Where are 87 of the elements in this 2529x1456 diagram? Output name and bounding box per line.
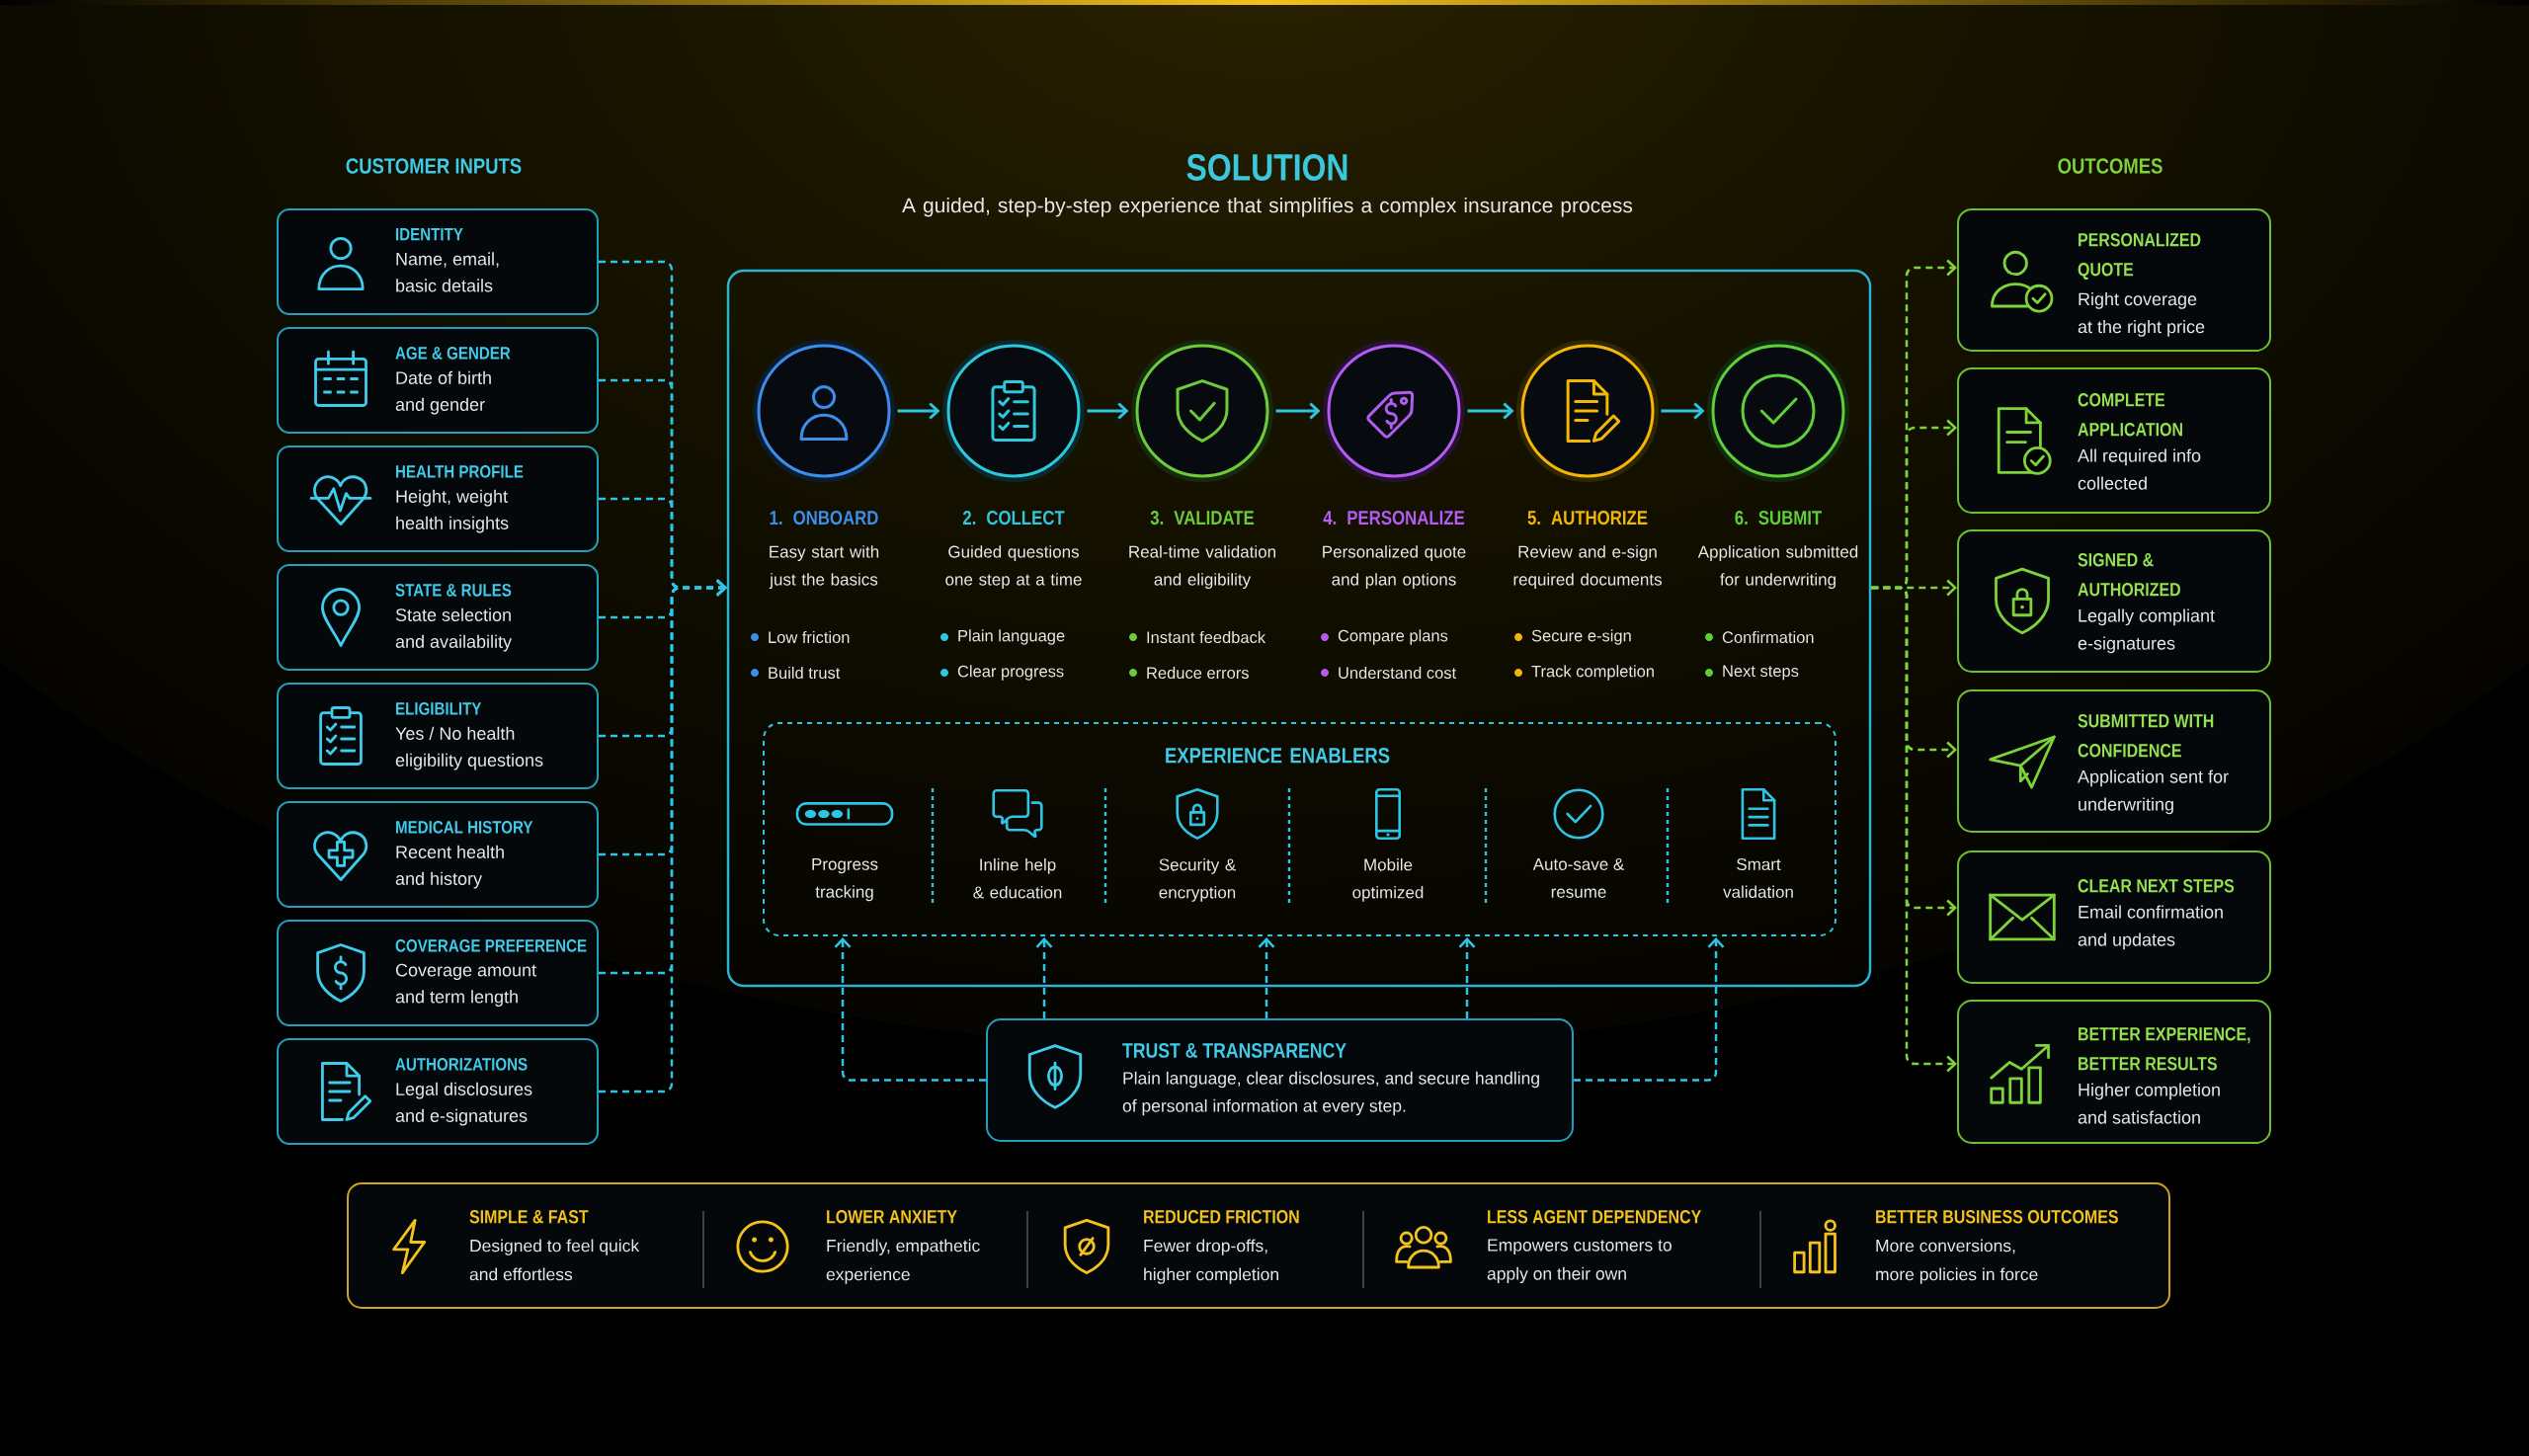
step-title: 3. VALIDATE (1150, 511, 1255, 526)
bullet-text: Next steps (1723, 665, 1799, 681)
bullet-text: Compare plans (1338, 629, 1448, 645)
bullet-text: Track completion (1531, 665, 1654, 681)
bullet-text: Confirmation (1722, 630, 1814, 644)
benefit-text: More conversions, more policies in force (1876, 1239, 2038, 1284)
arrow (1574, 937, 1725, 1082)
benefit-text: Friendly, empathetic experience (826, 1239, 980, 1284)
card-text: Application sent for underwriting (2078, 769, 2229, 815)
benefit-text: Empowers customers to apply on their own (1487, 1239, 1672, 1284)
card-text: State selection and availability (395, 607, 512, 652)
arrow (1661, 402, 1705, 420)
card-text: Right coverage at the right price (2078, 292, 2205, 337)
bullet-text: Instant feedback (1147, 630, 1266, 644)
step-text: Guided questions one step at a time (945, 545, 1082, 589)
panel-title: EXPERIENCE ENABLERS (1166, 747, 1390, 764)
step-title: 4. PERSONALIZE (1323, 511, 1465, 526)
arrow (1258, 937, 1275, 1018)
card-title: TRUST & TRANSPARENCY (1122, 1043, 1346, 1058)
step-title: 6. SUBMIT (1735, 511, 1823, 526)
card-title: SUBMITTED WITH CONFIDENCE (2078, 714, 2214, 758)
benefit-text: Designed to feel quick and effortless (469, 1239, 640, 1281)
step-title: 2. COLLECT (962, 511, 1065, 526)
arrow (1275, 402, 1321, 420)
arrow (1871, 586, 1957, 1073)
bullet-text: Understand cost (1339, 666, 1456, 680)
arrow (1458, 937, 1476, 1018)
bullet-text: Build trust (769, 666, 841, 680)
enabler-label: Inline help & education (973, 858, 1062, 899)
benefit-title: LESS AGENT DEPENDENCY (1488, 1210, 1701, 1224)
card-text: Height, weight health insights (396, 489, 509, 533)
card-title: CLEAR NEXT STEPS (2078, 879, 2235, 893)
bullet-text: Secure e-sign (1531, 629, 1631, 645)
card-title: IDENTITY (396, 227, 463, 241)
card-title: HEALTH PROFILE (396, 464, 524, 478)
arrow (599, 579, 727, 1093)
card-title: AUTHORIZATIONS (395, 1057, 528, 1071)
enabler-label: Auto-save & resume (1532, 858, 1625, 898)
card-title: AGE & GENDER (395, 346, 511, 360)
benefit-title: SIMPLE & FAST (469, 1210, 589, 1224)
enabler-label: Mobile optimized (1352, 858, 1424, 902)
section-heading: SOLUTION (1186, 154, 1347, 181)
card-text: Date of birth and gender (395, 370, 491, 415)
card-title: MEDICAL HISTORY (396, 820, 533, 834)
step-text: Easy start with just the basics (769, 545, 879, 589)
arrow (897, 402, 940, 420)
card-title: COMPLETE APPLICATION (2078, 393, 2182, 437)
bullet-text: Clear progress (957, 665, 1064, 681)
card-title: COVERAGE PREFERENCE (395, 938, 587, 952)
card-text: Coverage amount and term length (395, 963, 536, 1008)
enabler-label: Smart validation (1723, 858, 1793, 898)
step-text: Real-time validation and eligibility (1129, 545, 1275, 589)
card-title: BETTER EXPERIENCE, BETTER RESULTS (2079, 1027, 2250, 1071)
card-text: Higher completion and satisfaction (2078, 1083, 2220, 1124)
bullet-text: Reduce errors (1147, 666, 1249, 680)
benefit-title: BETTER BUSINESS OUTCOMES (1876, 1210, 2118, 1224)
card-title: PERSONALIZED QUOTE (2078, 233, 2201, 280)
bullet-text: Plain language (958, 629, 1065, 645)
card-text: Yes / No health eligibility questions (395, 726, 543, 770)
card-text: All required info collected (2078, 448, 2201, 490)
card-text: Name, email, basic details (396, 252, 499, 292)
card-text: Plain language, clear disclosures, and secure handling of personal information at every step. (1122, 1071, 1539, 1116)
arrow (1035, 937, 1053, 1018)
card-text: Legally compliant e-signatures (2078, 608, 2215, 654)
card-title: ELIGIBILITY (396, 701, 482, 715)
benefit-text: Fewer drop-offs, higher completion (1144, 1239, 1278, 1284)
card-text: Email confirmation and updates (2078, 905, 2223, 950)
step-title: 1. ONBOARD (770, 511, 878, 526)
benefit-title: REDUCED FRICTION (1144, 1210, 1299, 1224)
subtitle: A guided, step-by-step experience that simplifies a complex insurance process (902, 197, 1633, 217)
arrow (1467, 402, 1514, 420)
bullet-text: Low friction (769, 630, 850, 644)
step-text: Personalized quote and plan options (1323, 545, 1466, 589)
card-title: SIGNED & AUTHORIZED (2078, 553, 2180, 597)
enabler-label: Security & encryption (1159, 858, 1236, 902)
step-title: 5. AUTHORIZE (1527, 511, 1648, 526)
card-text: Recent health and history (395, 845, 504, 889)
enabler-label: Progress tracking (812, 858, 878, 902)
card-title: STATE & RULES (395, 583, 512, 597)
benefit-title: LOWER ANXIETY (827, 1210, 957, 1224)
arrow (1087, 402, 1129, 420)
card-text: Legal disclosures and e-signatures (395, 1082, 532, 1126)
step-text: Review and e-sign required documents (1513, 545, 1662, 589)
step-text: Application submitted for underwriting (1697, 545, 1858, 589)
column-heading: CUSTOMER INPUTS (346, 158, 522, 174)
arrow (834, 937, 986, 1082)
column-heading: OUTCOMES (2058, 158, 2162, 174)
